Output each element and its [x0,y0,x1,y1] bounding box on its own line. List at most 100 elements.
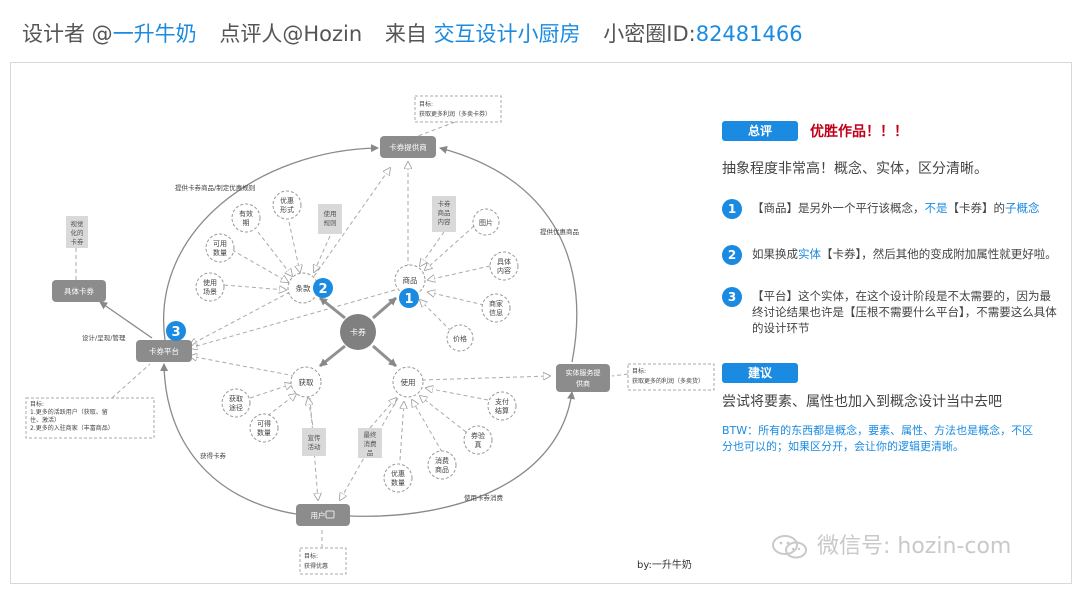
attr-validity-2: 期 [243,219,250,227]
edge-platform-to-specific [99,301,153,339]
attr-merchant-info-2: 信息 [489,308,503,317]
attr-discount-2: 形式 [280,205,294,214]
attr-disc-qty-2: 数量 [391,478,405,487]
center-node[interactable] [340,314,376,350]
author-byline: by:一升牛奶 [637,560,692,571]
note-final-3: 品 [367,449,374,457]
goal-supplier-1: 目标: [419,100,433,108]
attr-content[interactable] [489,251,519,281]
note-final-2: 消费 [364,439,378,448]
attr-scene-2: 场景 [203,287,217,296]
note-visual-3: 卡券 [71,237,85,246]
attr-image[interactable] [472,208,500,236]
attr-consume-2: 商品 [435,465,449,474]
marker-2[interactable] [313,278,333,298]
note-promo-2: 活动 [308,442,322,451]
edge-label-provide-goods: 提供优惠商品 [540,227,579,236]
attr-discount-qty[interactable] [383,463,413,493]
note-goods-1: 卡券 [438,199,452,208]
review-panel: 总评优胜作品！！！ 抽象程度非常高！概念、实体，区分清晰。 1 【商品】是另外一… [722,120,1062,455]
sub-goods[interactable] [394,264,426,296]
attr-channel[interactable] [221,388,251,418]
note-rules-1: 使用 [324,209,337,218]
wechat-watermark: 微信号: hozin-com [770,528,1011,560]
attr-verify[interactable] [463,425,493,455]
note-rules [318,204,342,234]
node-merchant[interactable] [556,364,610,392]
community-name[interactable]: 交互设计小厨房 [433,22,581,46]
marker-3[interactable] [166,321,186,341]
marker-1-label: 1 [404,292,413,307]
note-goods-content [432,196,456,232]
center-label: 卡券 [350,327,366,337]
note-goods-3: 内容 [438,217,452,226]
acquire-label: 获取 [299,377,314,387]
goal-user-2: 获得优惠 [304,562,328,570]
attr-content-2: 内容 [497,266,511,275]
edge-label-provide-rules: 提供卡券商品/制定优惠规则 [175,183,255,192]
merchant-label-2: 供商 [576,379,590,388]
note-final-1: 最终 [364,430,378,439]
sub-nodes [287,264,426,398]
designer-name[interactable]: 一升牛奶 [112,22,197,46]
number-markers: 2 1 3 [166,278,419,341]
attr-channel-2: 途径 [229,403,243,412]
goal-platform [25,397,155,439]
point-2-b: 实体 [798,247,821,261]
node-platform[interactable] [136,340,192,362]
note-visual-1: 视觉 [71,219,85,228]
note-final [358,428,382,458]
attr-pay-2: 结算 [495,406,509,415]
node-supplier[interactable] [380,136,436,158]
point-3-text: 【平台】这个实体，在这个设计阶段是不太需要的，因为最终讨论结果也许是【压根不需要… [752,289,1057,335]
attr-validity[interactable] [231,203,261,233]
attr-obtain-qty[interactable] [249,413,279,443]
attr-qty-2: 数量 [213,248,227,257]
node-specific-coupon[interactable] [52,280,106,302]
page-header: 设计者 @一升牛奶 点评人@Hozin 来自 交互设计小厨房 小密圈ID:824… [22,18,803,48]
summary-row: 总评优胜作品！！！ [722,120,1062,141]
edge-platform-to-supplier [163,144,379,341]
attr-consume-goods[interactable] [427,450,457,480]
attr-price[interactable] [446,324,474,352]
circle-id[interactable]: 82481466 [695,22,803,46]
attr-available-qty[interactable] [205,233,235,263]
reviewer: 点评人@Hozin [219,22,363,46]
marker-1[interactable] [399,288,419,308]
entity-nodes: 卡券提供商 卡券平台 具体卡券 实体服务提 供商 用户 [52,136,610,526]
terms-label: 条款 [296,283,311,293]
point-1-c: 【卡券】的 [947,201,1006,215]
point-2-a: 如果换成 [752,247,798,261]
center-arrows [319,296,397,368]
user-device-icon [325,510,335,519]
attr-payment[interactable] [487,391,517,421]
goal-platform-3: 住、激活） [30,416,60,424]
note-promo-1: 宣传 [308,433,322,442]
content-frame [10,62,1072,584]
suggestion-text: 尝试将要素、属性也加入到概念设计当中去吧 [722,394,1002,410]
attr-validity-1: 有效 [239,209,253,218]
point-2-number: 2 [722,245,742,265]
from-prefix: 来自 [384,22,427,46]
user-label: 用户 [311,510,326,520]
attr-scene-1: 使用 [203,278,217,287]
dashed-edges [75,121,629,548]
goal-platform-1: 目标: [30,400,44,408]
attr-merchant-info-1: 商家 [489,299,503,308]
goal-supplier [414,95,502,123]
point-1-b: 不是 [924,201,948,215]
attr-merchant-info[interactable] [481,293,511,323]
attribute-circles [195,190,519,493]
edge-label-design: 设计/呈现/管理 [82,333,126,342]
summary-tag: 总评 [722,121,798,141]
attr-scene[interactable] [195,272,225,302]
sub-acquire[interactable] [290,366,322,398]
point-1-d: 子概念 [1005,201,1040,215]
point-1-number: 1 [722,199,742,219]
attr-discount-form[interactable] [272,190,302,220]
sub-use[interactable] [392,366,424,398]
attr-consume-1: 消费 [435,456,449,465]
attr-verify-2: 真 [475,440,482,449]
node-user[interactable] [296,504,350,526]
